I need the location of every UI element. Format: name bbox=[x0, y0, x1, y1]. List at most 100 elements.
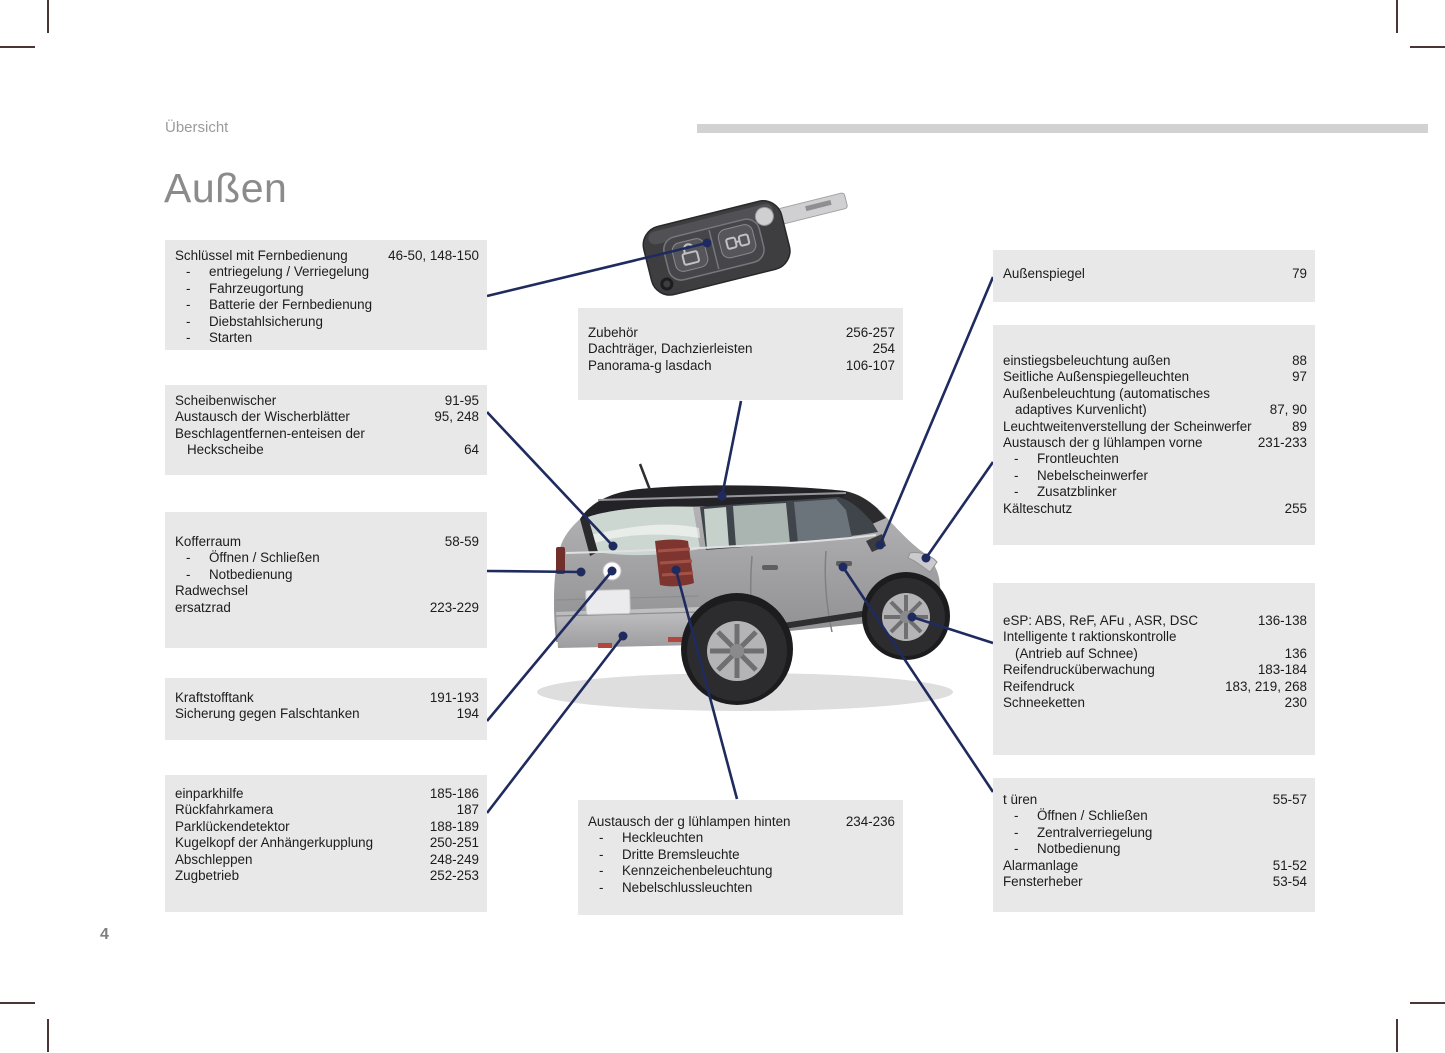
entry-page-numbers: 256-257 bbox=[845, 325, 895, 340]
unlock-button bbox=[671, 238, 709, 272]
entry-label: Heckleuchten bbox=[588, 830, 703, 846]
index-entry: Radwechsel bbox=[175, 583, 479, 599]
index-entry: Alarmanlage 51-52 bbox=[1003, 858, 1307, 874]
page-title: Außen bbox=[164, 165, 288, 211]
entry-label: Leuchtweitenverstellung der Scheinwerfer bbox=[1003, 418, 1252, 434]
index-entry: Außenbeleuchtung (automatisches bbox=[1003, 386, 1307, 402]
entry-label: Abschleppen bbox=[175, 851, 253, 867]
entry-label: eSP: ABS, ReF, AFu , ASR, DSC bbox=[1003, 613, 1198, 628]
panic-button bbox=[754, 206, 774, 226]
entry-label: Seitliche Außenspiegelleuchten bbox=[1003, 369, 1190, 385]
entry-label: Batterie der Fernbedienung bbox=[175, 297, 372, 313]
car-illustration bbox=[537, 463, 953, 711]
entry-label: Fahrzeugortung bbox=[175, 281, 304, 297]
entry-page-numbers: 187 bbox=[456, 802, 479, 818]
entry-label: Diebstahlsicherung bbox=[175, 314, 323, 330]
entry-label: Kugelkopf der Anhängerkupplung bbox=[175, 835, 374, 851]
index-entry: Notbedienung bbox=[175, 567, 479, 583]
entry-label: ersatzrad bbox=[175, 599, 231, 615]
entry-page-numbers: 53-54 bbox=[1272, 874, 1307, 890]
entry-page-numbers: 223-229 bbox=[429, 599, 479, 615]
leader-line-wheel bbox=[911, 615, 994, 645]
entry-label: Öffnen / Schließen bbox=[175, 550, 320, 566]
crop-mark bbox=[1410, 1002, 1445, 1004]
index-entry: Zentralverriegelung bbox=[1003, 825, 1307, 841]
entry-label: Zusatzblinker bbox=[1003, 484, 1117, 500]
entry-label: Kälteschutz bbox=[1003, 500, 1073, 516]
index-entry: Rückfahrkamera 187 bbox=[175, 802, 479, 818]
index-entry: eSP: ABS, ReF, AFu , ASR, DSC 136-138 bbox=[1003, 613, 1307, 629]
entry-page-numbers: 51-52 bbox=[1272, 857, 1307, 873]
door-handle bbox=[762, 565, 778, 570]
entry-label: Dritte Bremsleuchte bbox=[588, 847, 740, 863]
entry-label: Austausch der g lühlampen vorne bbox=[1003, 435, 1203, 451]
entry-page-numbers: 89 bbox=[1292, 418, 1307, 434]
entry-page-numbers: 136-138 bbox=[1257, 613, 1307, 628]
entry-page-numbers: 231-233 bbox=[1257, 435, 1307, 451]
entry-label: Zugbetrieb bbox=[175, 868, 240, 884]
entry-page-numbers: 87, 90 bbox=[1269, 402, 1307, 418]
index-entry: Nebelscheinwerfer bbox=[1003, 468, 1307, 484]
entry-page-numbers: 136 bbox=[1284, 645, 1307, 661]
entry-page-numbers: 183-184 bbox=[1257, 662, 1307, 678]
lock-button bbox=[717, 224, 757, 259]
entry-page-numbers: 55-57 bbox=[1272, 792, 1307, 807]
index-entry: Austausch der g lühlampen vorne 231-233 bbox=[1003, 435, 1307, 451]
crop-mark bbox=[1410, 46, 1445, 48]
header-rule-bar bbox=[697, 124, 1428, 133]
index-entry: Öffnen / Schließen bbox=[175, 550, 479, 566]
entry-label: Nebelschlussleuchten bbox=[588, 880, 752, 896]
antenna bbox=[638, 463, 652, 491]
index-entry: Beschlagentfernen-enteisen der bbox=[175, 426, 479, 442]
entry-page-numbers: 64 bbox=[464, 442, 479, 458]
entry-label: Alarmanlage bbox=[1003, 857, 1079, 873]
leader-line-front-lamps bbox=[924, 461, 995, 559]
crop-mark bbox=[0, 1002, 35, 1004]
entry-label: Notbedienung bbox=[1003, 841, 1120, 857]
index-entry: Batterie der Fernbedienung bbox=[175, 297, 479, 313]
entry-label: Dachträger, Dachzierleisten bbox=[588, 341, 753, 357]
entry-page-numbers: 95, 248 bbox=[434, 409, 479, 425]
entry-page-numbers: 88 bbox=[1292, 353, 1307, 368]
leader-line-boot bbox=[486, 569, 582, 574]
entry-label: Rückfahrkamera bbox=[175, 802, 274, 818]
entry-label: Frontleuchten bbox=[1003, 451, 1119, 467]
entry-label: einparkhilfe bbox=[175, 786, 244, 801]
index-entry: Öffnen / Schließen bbox=[1003, 808, 1307, 824]
index-entry: Leuchtweitenverstellung der Scheinwerfer… bbox=[1003, 419, 1307, 435]
entry-label: Parklückendetektor bbox=[175, 818, 290, 834]
index-entry: Kennzeichenbeleuchtung bbox=[588, 863, 895, 879]
entry-label: Zentralverriegelung bbox=[1003, 825, 1152, 841]
index-entry: Notbedienung bbox=[1003, 841, 1307, 857]
entry-page-numbers: 91-95 bbox=[444, 393, 479, 408]
entry-page-numbers: 46-50, 148-150 bbox=[388, 248, 479, 263]
index-entry: Nebelschlussleuchten bbox=[588, 880, 895, 896]
index-entry: adaptives Kurvenlicht) 87, 90 bbox=[1003, 402, 1307, 418]
index-entry: Intelligente t raktionskontrolle bbox=[1003, 629, 1307, 645]
entry-label: adaptives Kurvenlicht) bbox=[1015, 402, 1147, 418]
index-entry: Fahrzeugortung bbox=[175, 281, 479, 297]
entry-label: Notbedienung bbox=[175, 567, 292, 583]
entry-label: Reifendruck bbox=[1003, 678, 1075, 694]
